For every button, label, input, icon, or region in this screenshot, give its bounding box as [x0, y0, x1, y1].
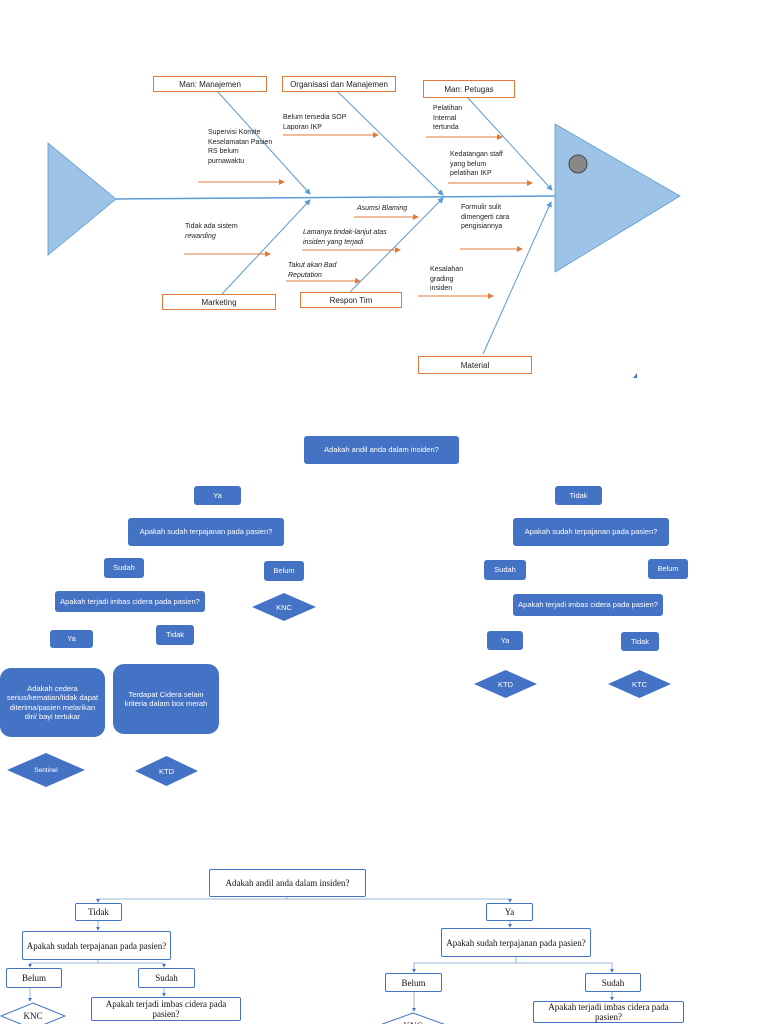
category-marketing: Marketing [162, 294, 276, 310]
flow2-left-q-imbas: Apakah terjadi imbas cidera pada pasien? [91, 997, 241, 1021]
flow2-left-tidak: Tidak [75, 903, 122, 921]
flow1-right-sudah: Sudah [484, 560, 526, 580]
flow1-right-q-imbas: Apakah terjadi imbas cidera pada pasien? [513, 594, 663, 616]
bone-material [482, 201, 552, 355]
flow2-left-q-terpajan: Apakah sudah terpajanan pada pasien? [22, 931, 171, 960]
cause-lamanya: Lamanya tindak-lanjut atas insiden yang … [303, 229, 387, 246]
bone-man-manajemen [217, 91, 311, 195]
bone-marketing [221, 199, 311, 295]
fish-tail [47, 142, 117, 256]
flow1-right-tidak2: Tidak [621, 632, 659, 651]
fish-head [554, 123, 681, 273]
flow1-right-ktc: KTC [608, 670, 671, 698]
flow1-right-ktd: KTD [474, 670, 537, 698]
flow2-right-knc: KNC [376, 1012, 450, 1024]
flow1-left-sentinel: Sentinel [7, 753, 85, 787]
cause-formulir: Formulir sulit dimengerti cara pengisian… [461, 204, 510, 230]
category-man-manajemen: Man: Manajemen [153, 76, 267, 92]
flow1-box-terdapat: Terdapat Cidera selain kriteria dalam bo… [113, 664, 219, 734]
flow2-right-sudah: Sudah [585, 973, 641, 992]
bone-man-petugas [467, 97, 553, 191]
flow1-left-q-imbas: Apakah terjadi imbas cidera pada pasien? [55, 591, 205, 612]
cause-tidak-rewarding: Tidak ada sistem rewarding [185, 223, 238, 240]
fish-spine [115, 195, 556, 200]
category-man-petugas: Man: Petugas [423, 80, 515, 98]
flow2-left-knc: KNC [0, 1002, 66, 1024]
bone-respon-tim [349, 197, 444, 293]
bone-organisasi [337, 91, 444, 196]
category-material: Material [418, 356, 532, 374]
flow1-left-tidak: Tidak [156, 625, 194, 645]
flow2-right-ya: Ya [486, 903, 533, 921]
flow1-right-ya: Ya [487, 631, 523, 650]
flow2-right-q-imbas: Apakah terjadi imbas cidera pada pasien? [533, 1001, 684, 1023]
flow2-right-belum: Belum [385, 973, 442, 992]
flow1-right-belum: Belum [648, 559, 688, 579]
flow1-left-ya: Ya [194, 486, 241, 505]
flow1-question: Adakah andil anda dalam insiden? [304, 436, 459, 464]
flow1-right-q-terpajan: Apakah sudah terpajanan pada pasien? [513, 518, 669, 546]
fish-eye [568, 154, 588, 174]
flow2-left-belum: Belum [6, 968, 62, 988]
flow1-left-ya2: Ya [50, 630, 93, 648]
flow2-right-q-terpajan: Apakah sudah terpajanan pada pasien? [441, 928, 591, 957]
flow2-connectors [28, 897, 614, 1012]
flow1-left-knc: KNC [252, 593, 316, 621]
flow1-box-cedera: Adakah cedera serius/kematian/tidak dapa… [0, 668, 105, 737]
cause-kesalahan: Kesalahan grading insiden [430, 266, 464, 292]
fishbone-diagram [47, 91, 681, 378]
cause-pelatihan: Pelatihan Internal tertunda [433, 105, 463, 131]
flow2-left-sudah: Sudah [138, 968, 195, 988]
flow1-left-sudah: Sudah [104, 558, 144, 578]
cause-kedatangan: Kedatangan staff yang belum pelatihan IK… [450, 151, 503, 177]
flow2-question: Adakah andil anda dalam insiden? [209, 869, 366, 897]
flow1-left-ktd: KTD [135, 756, 198, 786]
cause-belum-sop: Belum tersedia SOP Laporan IKP [283, 114, 347, 131]
category-organisasi: Organisasi dan Manajemen [282, 76, 396, 92]
flow1-left-belum: Belum [264, 561, 304, 581]
category-respon-tim: Respon Tim [300, 292, 402, 308]
cause-takut: Takut akan Bad Reputation [288, 262, 337, 279]
cause-supervisi: Supervisi Komite Keselamatan Pasien RS b… [208, 129, 273, 165]
small-mark [633, 373, 637, 378]
flow1-left-q-terpajan: Apakah sudah terpajanan pada pasien? [128, 518, 284, 546]
flow1-right-tidak: Tidak [555, 486, 602, 505]
cause-asumsi: Asumsi Blaming [357, 205, 408, 212]
